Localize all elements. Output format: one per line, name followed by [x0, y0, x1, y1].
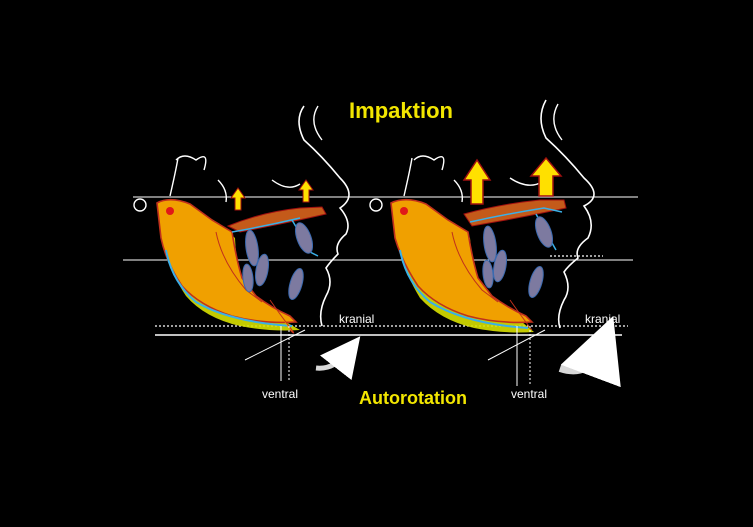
left-mandible-edge [165, 249, 293, 327]
right-arrow-large-2 [529, 156, 563, 197]
right-teeth [482, 216, 554, 298]
left-maxilla [226, 206, 327, 233]
ventral-label-right: ventral [511, 387, 547, 401]
caption-autorotation: Autorotation [359, 388, 467, 408]
right-soft-tissue [540, 99, 595, 329]
left-condyle-point [166, 207, 174, 215]
kranial-label-left: kranial [339, 312, 374, 326]
right-arrow-large-1 [462, 158, 492, 205]
kranial-label-right: kranial [585, 312, 620, 326]
right-ear-ring [369, 198, 383, 212]
left-rotation-arrow [315, 336, 361, 381]
right-skull-profile [369, 99, 621, 388]
title-impaktion: Impaktion [349, 98, 453, 123]
right-condyle-point [400, 207, 408, 215]
left-soft-tissue [298, 105, 350, 327]
left-teeth [242, 222, 314, 300]
ventral-label-left: ventral [262, 387, 298, 401]
left-skull-profile [133, 105, 361, 381]
left-ear-ring [133, 198, 147, 212]
left-arrow-small-1 [230, 187, 246, 211]
right-mandible-edge [399, 249, 529, 329]
right-mandible [390, 198, 534, 324]
right-rotation-arrow [558, 316, 621, 388]
left-arrow-small-2 [298, 179, 314, 203]
